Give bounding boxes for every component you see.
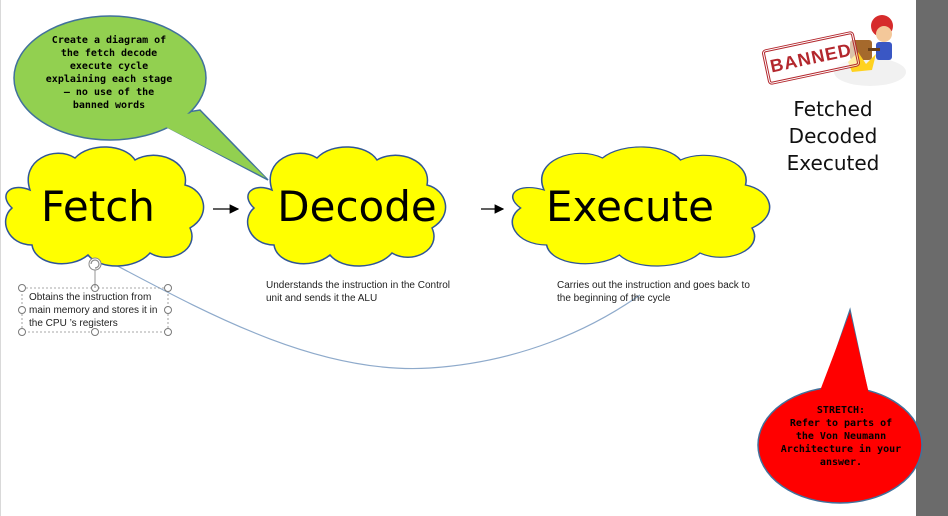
task-callout-line: banned words — [72, 100, 146, 111]
stretch-callout-bubble[interactable] — [757, 307, 923, 504]
decode-description: Understands the instruction in the Contr… — [266, 280, 450, 304]
fetch-label: Fetch — [41, 182, 155, 231]
execute-description: Carries out the instruction and goes bac… — [557, 280, 750, 304]
banned-word: Decoded — [788, 124, 878, 148]
fetch-description[interactable]: Obtains the instruction from main memory… — [29, 292, 158, 329]
editor-gray-margin — [916, 0, 948, 516]
stretch-callout-line: Architecture in your — [780, 444, 902, 455]
decode-label: Decode — [277, 182, 437, 231]
stretch-callout-line: the Von Neumann — [795, 431, 887, 442]
stretch-callout-text: STRETCH: Refer to parts of the Von Neuma… — [772, 404, 910, 469]
fetch-cloud[interactable] — [4, 146, 205, 267]
banned-word: Executed — [786, 151, 880, 175]
stretch-callout-line: STRETCH: — [816, 405, 866, 416]
execute-cloud[interactable] — [511, 146, 771, 267]
curved-connector-line[interactable] — [109, 261, 641, 370]
rotate-handle-icon[interactable] — [88, 257, 102, 271]
selection-box[interactable] — [18, 270, 172, 336]
execute-label: Execute — [546, 182, 714, 231]
decode-cloud[interactable] — [246, 146, 447, 267]
task-callout-line: execute cycle — [69, 61, 149, 72]
task-callout-text: Create a diagram of the fetch decode exe… — [34, 34, 184, 112]
stretch-callout-line: Refer to parts of — [789, 418, 893, 429]
task-callout-bubble[interactable] — [13, 15, 269, 181]
task-callout-line: – no use of the — [63, 87, 155, 98]
task-callout-line: the fetch decode — [60, 48, 158, 59]
task-callout-line: Create a diagram of — [51, 35, 167, 46]
banned-word: Fetched — [793, 97, 873, 121]
stretch-callout-line: answer. — [819, 457, 863, 468]
task-callout-line: explaining each stage — [45, 74, 173, 85]
banned-words-list: Fetched Decoded Executed — [770, 96, 896, 177]
